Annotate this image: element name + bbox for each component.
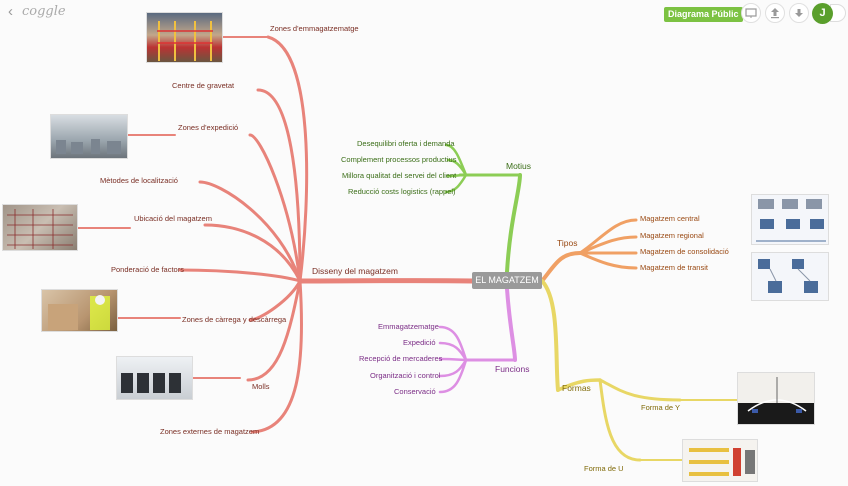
funcions-item[interactable]: Expedició xyxy=(403,338,436,347)
expedition-zone-image xyxy=(50,114,128,159)
formas-item[interactable]: Forma de Y xyxy=(641,403,681,412)
motius-item[interactable]: Desequilibri oferta i demanda xyxy=(357,139,455,148)
central-warehouse-diagram-image xyxy=(751,194,829,245)
disseny-item[interactable]: Ponderació de factors xyxy=(111,265,184,274)
funcions-item[interactable]: Emmagatzematge xyxy=(378,322,439,331)
disseny-item[interactable]: Molls xyxy=(252,382,270,391)
loading-zone-image xyxy=(41,289,118,332)
formas-connections xyxy=(540,279,739,462)
motius-item[interactable]: Millora qualitat del servei del client xyxy=(342,171,457,180)
branch-funcions[interactable]: Funcions xyxy=(495,364,530,374)
funcions-item[interactable]: Recepció de mercaderes xyxy=(359,354,443,363)
tipos-connections xyxy=(540,218,638,283)
disseny-connections xyxy=(77,35,475,434)
funcions-connections xyxy=(438,287,517,394)
top-bar: ‹ coggle Diagrama Públic J xyxy=(0,0,848,26)
formas-item[interactable]: Forma de U xyxy=(584,464,624,473)
coggle-logo[interactable]: coggle xyxy=(22,4,66,19)
disseny-item[interactable]: Zones d'expedició xyxy=(178,123,239,132)
location-map-image xyxy=(2,204,78,251)
public-diagram-badge[interactable]: Diagrama Públic xyxy=(664,7,743,22)
tipos-item[interactable]: Magatzem central xyxy=(640,214,700,223)
motius-item[interactable]: Complement processos productius xyxy=(341,155,457,164)
branch-formas[interactable]: Formas xyxy=(562,383,591,393)
branch-motius[interactable]: Motius xyxy=(506,161,532,171)
branch-tipos[interactable]: Tipos xyxy=(557,238,578,248)
disseny-item[interactable]: Zones de càrrega y descàrrega xyxy=(182,315,287,324)
loading-docks-image xyxy=(116,356,193,400)
motius-item[interactable]: Reducció costs logistics (rappel) xyxy=(348,187,456,196)
download-icon[interactable] xyxy=(789,3,809,23)
tipos-item[interactable]: Magatzem regional xyxy=(640,231,704,240)
disseny-item[interactable]: Mètodes de localització xyxy=(100,176,178,185)
tipos-item[interactable]: Magatzem de consolidació xyxy=(640,247,729,256)
u-shape-layout-image xyxy=(682,439,758,482)
avatar[interactable]: J xyxy=(812,3,833,24)
upload-icon[interactable] xyxy=(765,3,785,23)
tipos-item[interactable]: Magatzem de transit xyxy=(640,263,708,272)
disseny-item[interactable]: Ubicació del magatzem xyxy=(134,214,212,223)
transit-warehouse-diagram-image xyxy=(751,252,829,301)
disseny-item[interactable]: Zones externes de magatzem xyxy=(160,427,260,436)
funcions-item[interactable]: Organització i control xyxy=(370,371,441,380)
y-shape-layout-image xyxy=(737,372,815,425)
disseny-item[interactable]: Centre de gravetat xyxy=(172,81,235,90)
funcions-item[interactable]: Conservació xyxy=(394,387,436,396)
present-icon[interactable] xyxy=(741,3,761,23)
root-node[interactable]: EL MAGATZEM xyxy=(472,272,542,289)
chevron-left-icon[interactable]: ‹ xyxy=(8,3,13,20)
motius-connections xyxy=(444,143,522,274)
warehouse-racks-image xyxy=(146,12,223,63)
branch-disseny[interactable]: Disseny del magatzem xyxy=(312,266,398,276)
disseny-item[interactable]: Zones d'emmagatzematge xyxy=(270,24,359,33)
